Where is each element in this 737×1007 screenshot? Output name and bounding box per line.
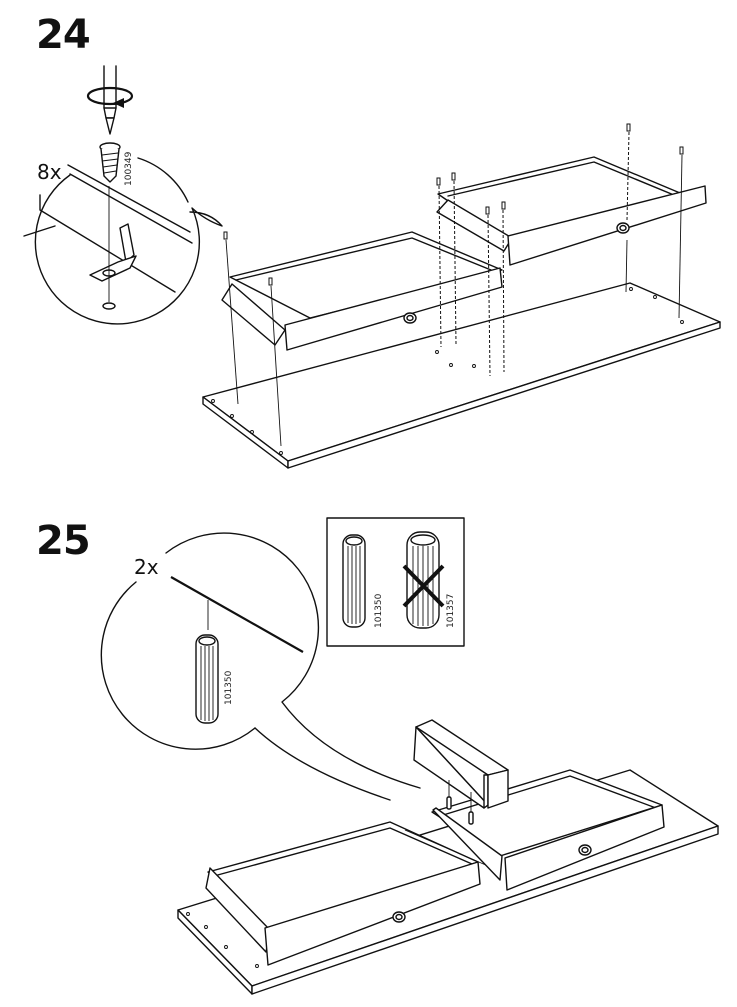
dowel-icons-step25 — [446, 780, 474, 825]
phillips-screwdriver-icon — [103, 65, 117, 135]
cross-out-x-icon — [402, 564, 445, 608]
screw-icons-step24 — [223, 123, 684, 447]
step25-detail-callout — [100, 532, 421, 801]
step-number-25: 25 — [36, 518, 91, 564]
quantity-label-step25: 2x — [134, 555, 159, 579]
correct-dowel-icon — [342, 534, 366, 628]
step24-main-illustration — [202, 123, 721, 469]
dowel-icon — [195, 634, 219, 724]
screw-icon — [99, 142, 121, 183]
quantity-label-step24: 8x — [37, 160, 62, 184]
step24-detail-callout — [23, 65, 223, 325]
dowel-comparison-box — [326, 517, 465, 647]
incorrect-dowel-icon — [406, 531, 440, 629]
step25-main-illustration — [177, 719, 719, 995]
rotate-clockwise-arrow-icon — [86, 86, 134, 108]
step-number-24: 24 — [36, 12, 91, 58]
